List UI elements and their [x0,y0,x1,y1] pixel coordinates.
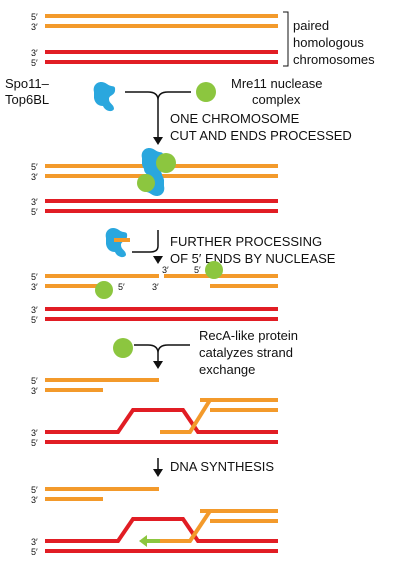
spo11-released-icon [105,227,130,258]
red-strand [45,209,278,213]
orange-strand [210,519,278,523]
mre11-protein-icon [95,281,113,299]
panel-after-synthesis: 5′ 3′ 3′ 5′ [31,485,278,557]
strand-end-label: 5′ [31,162,38,172]
strand-end-label: 3′ [152,282,159,292]
red-strand [45,50,278,54]
strand-end-label: 5′ [31,272,38,282]
strand-end-label: 3′ [31,386,38,396]
orange-strand [45,24,278,28]
red-strand [45,549,278,553]
step4-label: DNA SYNTHESIS [170,459,274,474]
step3-label-line1: RecA-like protein [199,328,298,343]
strand-end-label: 5′ [194,265,201,275]
arrow-head [153,137,163,145]
strand-end-label: 3′ [31,495,38,505]
arrow-head [153,361,163,369]
red-strand [45,199,278,203]
orange-strand [45,388,103,392]
step2-label-line1: FURTHER PROCESSING [170,234,322,249]
strand-end-label: 3′ [31,172,38,182]
new-dna-synthesis [146,539,160,543]
orange-strand [45,14,278,18]
orange-strand [45,497,103,501]
strand-end-label: 3′ [31,197,38,207]
label-top6bl: Top6BL [5,92,49,107]
panel-strand-invasion: 5′ 3′ 3′ 5′ [31,376,278,448]
label-spo11: Spo11– [5,76,50,91]
strand-end-label: 5′ [31,376,38,386]
strand-end-label: 5′ [31,207,38,217]
release-arrow-lines [132,230,159,253]
strand-end-label: 3′ [31,48,38,58]
step4-dna-synthesis: DNA SYNTHESIS [153,458,274,477]
merge-arrow-lines [125,91,191,138]
strand-end-label: 3′ [31,22,38,32]
arrow-head [153,256,163,264]
step1-label-line1: ONE CHROMOSOME [170,111,300,126]
orange-strand [45,274,159,278]
strand-end-label: 5′ [31,12,38,22]
panel-paired-chromosomes: 5′ 3′ 3′ 5′ paired homologous chromosome… [31,11,375,68]
label-mre11: Mre11 nuclease [231,76,323,91]
orange-strand [200,398,278,402]
orange-invading-strand [160,509,212,543]
label-chromosomes: chromosomes [293,52,375,67]
bracket [283,11,289,67]
orange-strand [200,509,278,513]
mre11-protein-icon [137,174,155,192]
red-strand-displaced [45,517,278,543]
strand-end-label: 3′ [31,428,38,438]
panel-chromosome-cut: 5′ 3′ 3′ 5′ FURTHER PROCESSING OF 5′ END… [31,147,336,266]
reca-protein-icon [113,338,133,358]
synthesis-direction-arrow-icon [139,535,147,547]
strand-end-label: 5′ [31,438,38,448]
label-homologous: homologous [293,35,364,50]
mre11-protein-icon [196,82,216,102]
orange-strand [45,378,159,382]
label-paired: paired [293,18,329,33]
panel-processed-ends: 5′ 3′ 3′ 5′ 3′ 5′ 5′ 3′ [31,261,278,325]
strand-end-label: 3′ [162,265,169,275]
strand-end-label: 5′ [118,282,125,292]
strand-end-label: 3′ [31,282,38,292]
mre11-protein-icon [205,261,223,279]
strand-end-label: 5′ [31,547,38,557]
label-complex: complex [252,92,301,107]
orange-strand [164,274,278,278]
arrow-head [153,469,163,477]
red-strand [45,60,278,64]
step3-strand-exchange: RecA-like protein catalyzes strand excha… [113,328,298,377]
strand-end-label: 5′ [31,315,38,325]
step1-label-line2: CUT AND ENDS PROCESSED [170,128,352,143]
strand-end-label: 5′ [31,58,38,68]
mre11-protein-icon [156,153,176,173]
red-strand [45,317,278,321]
step2-label-line2: OF 5′ ENDS BY NUCLEASE [170,251,336,266]
step3-label-line2: catalyzes strand [199,345,293,360]
orange-strand [210,284,278,288]
spo11-protein-icon [93,81,116,112]
step3-label-line3: exchange [199,362,255,377]
orange-strand [210,408,278,412]
orange-strand [45,487,159,491]
red-strand [45,440,278,444]
orange-invading-strand [160,398,212,434]
orange-strand [45,284,103,288]
red-strand [45,307,278,311]
step1-proteins: Spo11– Top6BL Mre11 nuclease complex ONE… [5,76,352,145]
strand-end-label: 3′ [31,537,38,547]
merge-arrow-lines [134,344,190,362]
red-strand-displaced [45,408,278,434]
strand-end-label: 5′ [31,485,38,495]
strand-end-label: 3′ [31,305,38,315]
